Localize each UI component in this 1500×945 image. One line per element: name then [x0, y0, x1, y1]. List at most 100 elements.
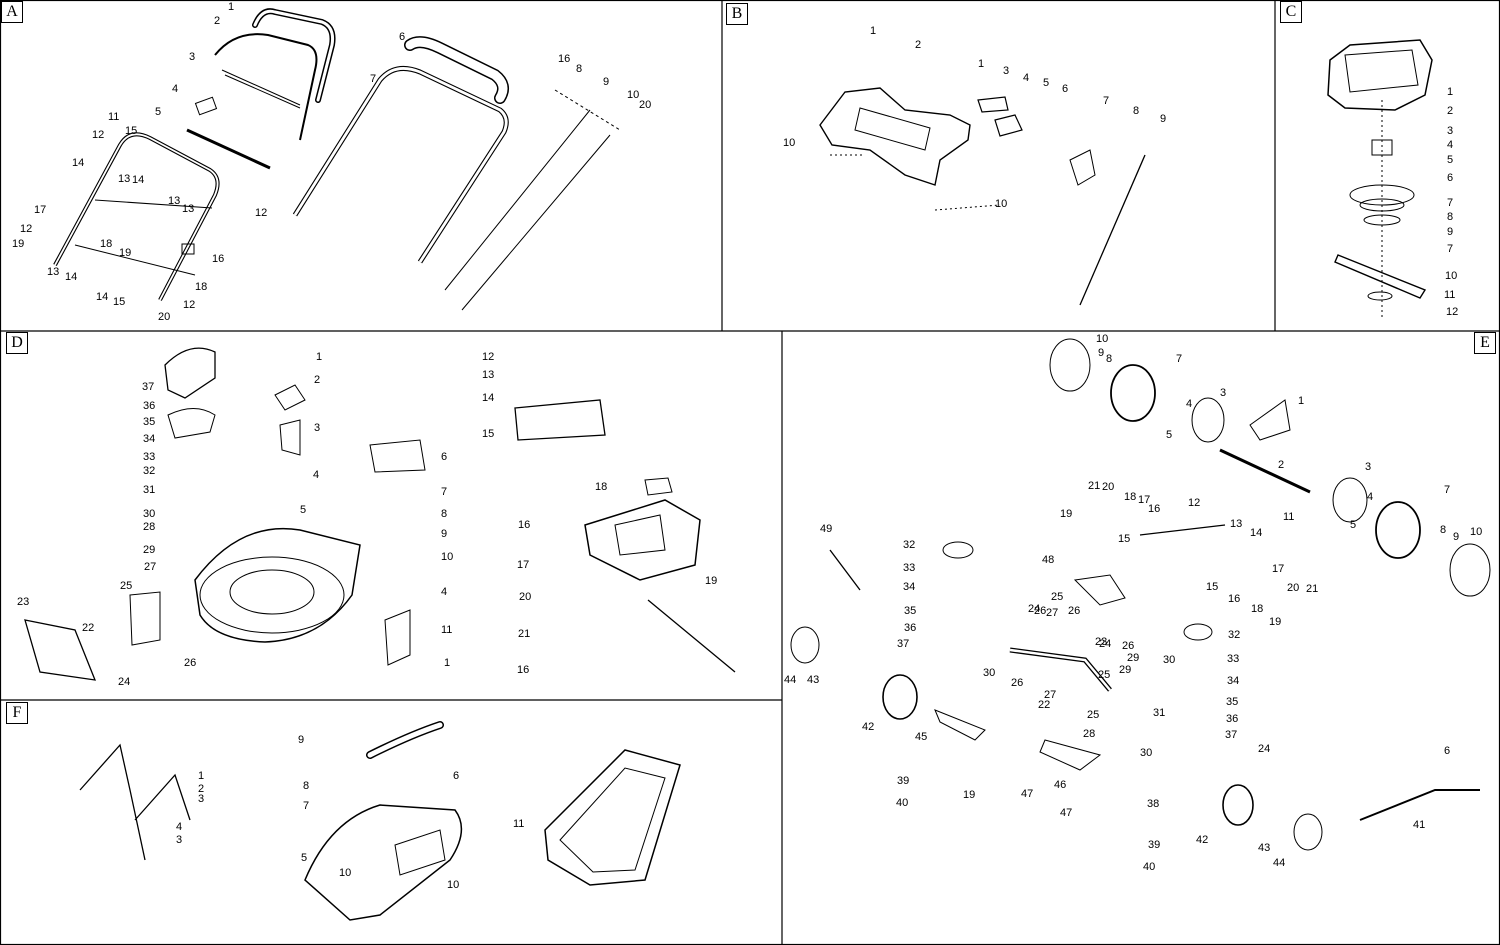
- callout-e-46: 46: [1054, 779, 1066, 791]
- callout-b-4: 4: [1023, 72, 1029, 84]
- callout-b-10: 10: [995, 198, 1007, 210]
- callout-f-5: 5: [301, 852, 307, 864]
- callout-c-7: 7: [1447, 197, 1453, 209]
- callout-f-4: 4: [176, 821, 182, 833]
- callout-d-32: 32: [143, 465, 155, 477]
- callout-f-3: 3: [176, 834, 182, 846]
- callout-e-26: 26: [1068, 605, 1080, 617]
- callout-b-1: 1: [870, 25, 876, 37]
- callout-c-11: 11: [1444, 289, 1455, 301]
- callout-e-47: 47: [1021, 788, 1033, 800]
- callout-e-24: 24: [1258, 743, 1270, 755]
- callout-e-47: 47: [1060, 807, 1072, 819]
- callout-e-42: 42: [862, 721, 874, 733]
- callout-b-1: 1: [978, 58, 984, 70]
- callout-d-30: 30: [143, 508, 155, 520]
- callout-f-8: 8: [303, 780, 309, 792]
- callout-a-3: 3: [189, 51, 195, 63]
- callout-d-11: 11: [441, 624, 452, 636]
- callout-e-18: 18: [1251, 603, 1263, 615]
- callout-e-21: 21: [1306, 583, 1318, 595]
- callout-e-24: 24: [1028, 603, 1040, 615]
- callout-e-26: 26: [1122, 640, 1134, 652]
- callout-d-23: 23: [17, 596, 29, 608]
- callout-d-20: 20: [519, 591, 531, 603]
- callout-e-34: 34: [1227, 675, 1239, 687]
- callout-a-14: 14: [65, 271, 77, 283]
- callout-d-29: 29: [143, 544, 155, 556]
- panel-a-handle-assembly: [53, 8, 621, 311]
- callout-a-13: 13: [118, 173, 130, 185]
- callout-e-8: 8: [1106, 353, 1112, 365]
- callout-e-14: 14: [1250, 527, 1262, 539]
- callout-e-36: 36: [1226, 713, 1238, 725]
- callout-d-9: 9: [441, 528, 447, 540]
- callout-d-3: 3: [314, 422, 320, 434]
- callout-d-16: 16: [517, 664, 529, 676]
- callout-e-3: 3: [1365, 461, 1371, 473]
- callout-f-1: 1: [198, 770, 204, 782]
- callout-a-15: 15: [113, 296, 125, 308]
- callout-e-19: 19: [1269, 616, 1281, 628]
- callout-e-18: 18: [1124, 491, 1136, 503]
- callout-d-22: 22: [82, 622, 94, 634]
- callout-e-31: 31: [1153, 707, 1165, 719]
- callout-e-5: 5: [1350, 519, 1356, 531]
- callout-d-33: 33: [143, 451, 155, 463]
- callout-e-19: 19: [1060, 508, 1072, 520]
- callout-d-36: 36: [143, 400, 155, 412]
- callout-d-37: 37: [142, 381, 154, 393]
- callout-d-6: 6: [441, 451, 447, 463]
- callout-e-20: 20: [1287, 582, 1299, 594]
- callout-e-13: 13: [1230, 518, 1242, 530]
- callout-c-12: 12: [1446, 306, 1458, 318]
- callout-f-10: 10: [339, 867, 351, 879]
- callout-e-38: 38: [1147, 798, 1159, 810]
- callout-a-19: 19: [119, 247, 131, 259]
- callout-e-40: 40: [896, 797, 908, 809]
- callout-a-2: 2: [214, 15, 220, 27]
- callout-b-10: 10: [783, 137, 795, 149]
- callout-e-43: 43: [1258, 842, 1270, 854]
- callout-b-9: 9: [1160, 113, 1166, 125]
- callout-e-49: 49: [820, 523, 832, 535]
- callout-a-11: 11: [108, 111, 119, 123]
- callout-a-20: 20: [639, 99, 651, 111]
- callout-d-28: 28: [143, 521, 155, 533]
- callout-e-45: 45: [915, 731, 927, 743]
- callout-a-13: 13: [182, 203, 194, 215]
- callout-d-4: 4: [313, 469, 319, 481]
- callout-f-10: 10: [447, 879, 459, 891]
- callout-e-44: 44: [1273, 857, 1285, 869]
- callout-d-34: 34: [143, 433, 155, 445]
- callout-e-36: 36: [904, 622, 916, 634]
- panel-e-label: E: [1474, 332, 1496, 354]
- panel-d-label: D: [6, 332, 28, 354]
- callout-d-14: 14: [482, 392, 494, 404]
- callout-e-25: 25: [1098, 669, 1110, 681]
- callout-e-26: 26: [1034, 605, 1046, 617]
- callout-a-4: 4: [172, 83, 178, 95]
- callout-d-12: 12: [482, 351, 494, 363]
- callout-a-10: 10: [627, 89, 639, 101]
- callout-f-3: 3: [198, 793, 204, 805]
- callout-d-8: 8: [441, 508, 447, 520]
- callout-e-33: 33: [903, 562, 915, 574]
- callout-e-25: 25: [1051, 591, 1063, 603]
- callout-c-7: 7: [1447, 243, 1453, 255]
- callout-e-30: 30: [983, 667, 995, 679]
- callout-a-20: 20: [158, 311, 170, 323]
- callout-e-7: 7: [1176, 353, 1182, 365]
- callout-e-19: 19: [963, 789, 975, 801]
- callout-e-22: 22: [1038, 699, 1050, 711]
- callout-d-1: 1: [316, 351, 322, 363]
- callout-a-14: 14: [96, 291, 108, 303]
- callout-a-13: 13: [47, 266, 59, 278]
- callout-b-6: 6: [1062, 83, 1068, 95]
- callout-d-18: 18: [595, 481, 607, 493]
- callout-e-5: 5: [1166, 429, 1172, 441]
- callout-a-5: 5: [155, 106, 161, 118]
- callout-d-10: 10: [441, 551, 453, 563]
- panel-e-drive-assembly: [790, 338, 1491, 851]
- callout-e-8: 8: [1440, 524, 1446, 536]
